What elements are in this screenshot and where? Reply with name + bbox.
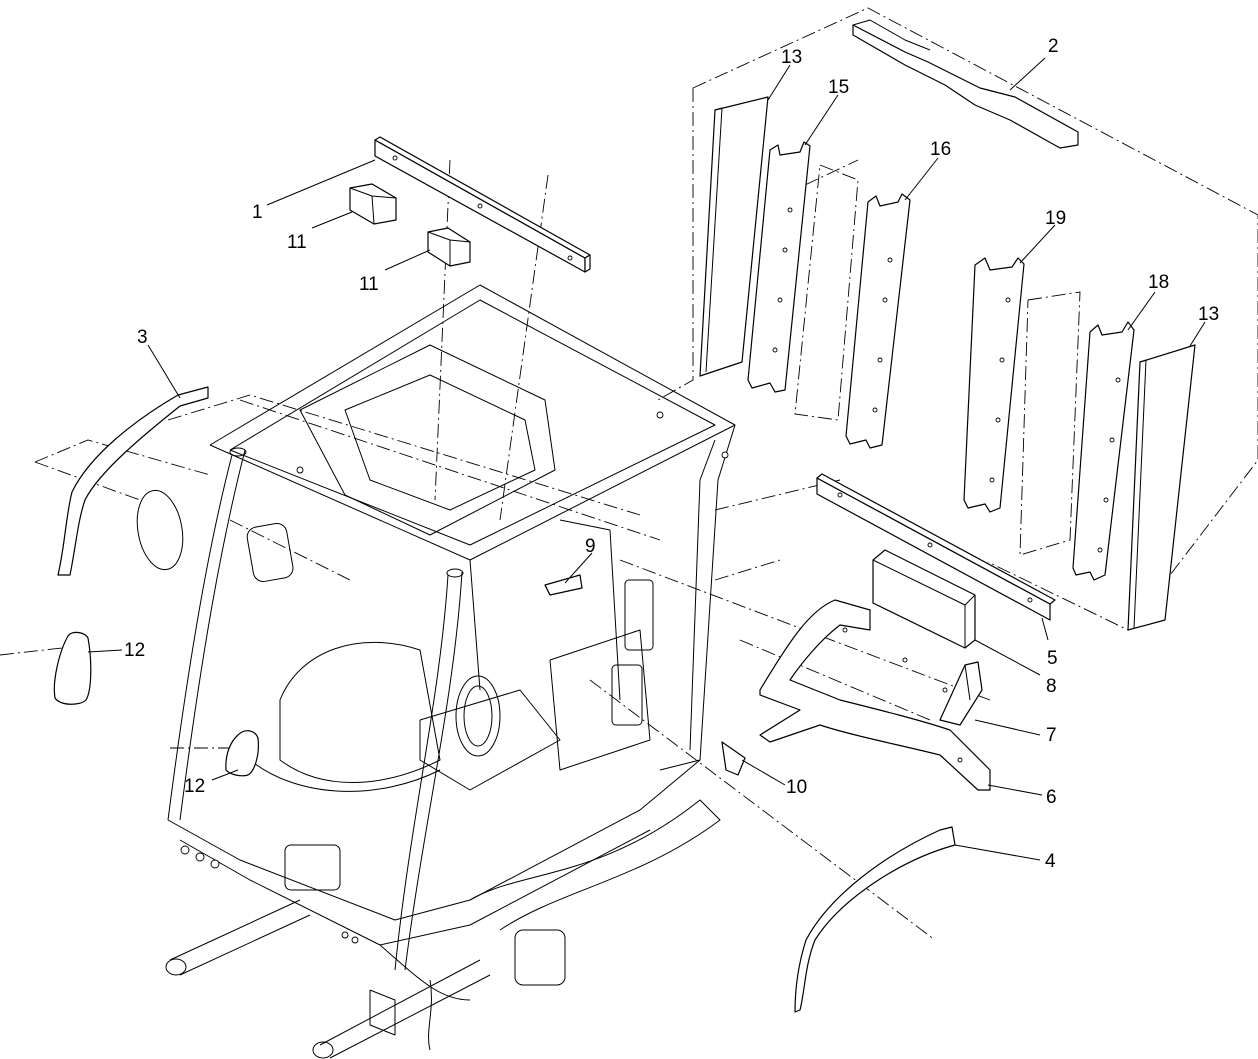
callout-6: 6 (1046, 787, 1057, 808)
callout-1: 1 (252, 202, 263, 223)
part-9-wedge (544, 574, 583, 596)
callout-13-right: 13 (1198, 304, 1219, 325)
callout-12-left: 12 (124, 640, 145, 661)
part-15-panel (747, 141, 811, 393)
part-11-blocks (349, 183, 471, 267)
part-12-mirror-glass-left (53, 631, 92, 705)
part-18-panel (1072, 321, 1135, 581)
callout-11-upper: 11 (287, 232, 307, 253)
callout-19: 19 (1045, 208, 1066, 229)
phantom-lines (0, 7, 1258, 941)
callouts: 1 2 3 4 5 6 7 8 9 10 11 11 12 12 13 13 1… (124, 36, 1219, 872)
cab-frame (136, 284, 736, 1059)
part-13-panel-left (699, 96, 769, 377)
part-2-top-seal (852, 19, 1079, 149)
part-7-angle-piece (939, 661, 983, 726)
leader-lines (87, 57, 1206, 861)
callout-2: 2 (1048, 36, 1059, 57)
part-1-upper-seal-bar (374, 136, 591, 273)
callout-13-left: 13 (781, 47, 802, 68)
callout-8: 8 (1046, 676, 1057, 697)
part-10-wedge (721, 741, 746, 776)
part-13-panel-right (1127, 344, 1196, 631)
callout-11-lower: 11 (359, 274, 379, 295)
callout-16: 16 (930, 139, 951, 160)
callout-7: 7 (1046, 725, 1057, 746)
callout-5: 5 (1047, 648, 1058, 669)
callout-18: 18 (1148, 272, 1169, 293)
callout-4: 4 (1045, 851, 1056, 872)
part-19-panel (963, 257, 1025, 513)
part-5-lower-seal-bar (816, 473, 1056, 621)
callout-3: 3 (137, 327, 148, 348)
part-3-curved-strip (57, 386, 209, 576)
part-4-curved-strip (794, 826, 956, 1013)
callout-9: 9 (585, 536, 596, 557)
part-16-panel (845, 193, 911, 449)
callout-12-lower: 12 (184, 776, 205, 797)
part-12-mirror-glass-lower (225, 730, 259, 777)
callout-10: 10 (786, 777, 807, 798)
part-6-curved-bracket (759, 599, 991, 791)
callout-15: 15 (828, 77, 849, 98)
